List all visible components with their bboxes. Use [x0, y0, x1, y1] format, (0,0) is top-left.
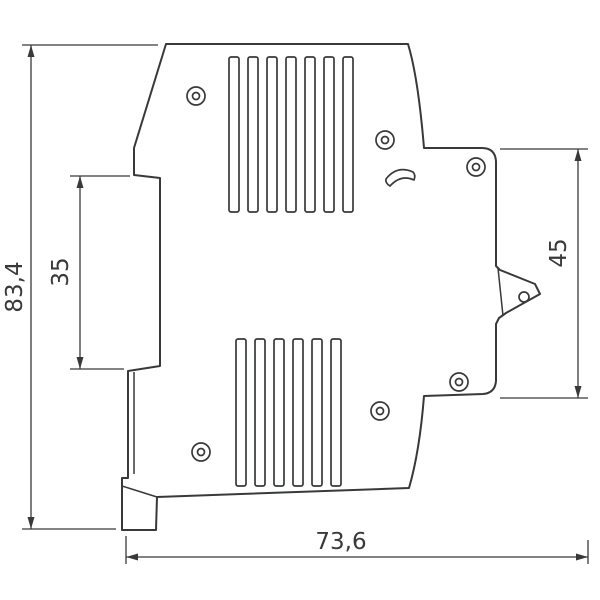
dim-label-front-height: 45 — [546, 238, 572, 267]
curved-slot — [384, 168, 416, 187]
vent-slot — [285, 56, 297, 213]
dimension-din-recess: 35 — [48, 175, 130, 370]
dimension-overall-height: 83,4 — [2, 44, 158, 530]
dimension-overall-depth: 73,6 — [125, 529, 589, 564]
vent-slot — [228, 56, 240, 213]
vent-slot — [292, 338, 304, 487]
screw-boss-inner — [191, 91, 201, 101]
vent-slot — [266, 56, 278, 213]
screw-boss-inner — [380, 135, 390, 145]
arrow-up — [27, 45, 35, 57]
din-clip-detail — [121, 372, 158, 498]
screw-boss — [466, 157, 486, 177]
arrow-down — [27, 517, 35, 529]
screw-boss-inner — [454, 377, 464, 387]
dim-label-din-recess: 35 — [48, 257, 74, 286]
vent-slot — [304, 56, 316, 213]
screw-boss — [191, 442, 211, 462]
body-outline — [121, 43, 541, 531]
vent-slot — [247, 56, 259, 213]
vent-slot — [273, 338, 285, 487]
screw-boss-inner — [196, 447, 206, 457]
arrow-down — [76, 357, 84, 369]
dim-label-overall-height: 83,4 — [2, 261, 28, 312]
arrow-left — [126, 553, 138, 561]
screw-boss — [186, 86, 206, 106]
arrow-right — [576, 553, 588, 561]
screw-boss-inner — [375, 406, 385, 416]
vent-slot — [323, 56, 335, 213]
device-body — [121, 43, 541, 531]
vent-slot — [330, 338, 342, 487]
arrow-up — [574, 149, 582, 161]
dimension-front-height: 45 — [500, 148, 588, 399]
latch-detail — [497, 267, 530, 317]
arrow-down — [574, 386, 582, 398]
vent-slot — [342, 56, 354, 213]
arrow-up — [76, 176, 84, 188]
latch-edge — [497, 267, 504, 317]
vent-slot — [311, 338, 323, 487]
screw-boss — [370, 401, 390, 421]
vent-slot — [235, 338, 247, 487]
dim-label-overall-depth: 73,6 — [315, 529, 366, 555]
screw-boss — [375, 130, 395, 150]
foot-edge-line — [121, 485, 158, 498]
screw-boss-inner — [471, 162, 481, 172]
vent-slot — [254, 338, 266, 487]
screw-boss — [449, 372, 469, 392]
vent-slots-top — [228, 56, 354, 213]
latch-pivot — [518, 291, 530, 303]
vent-slots-bottom — [235, 338, 342, 487]
